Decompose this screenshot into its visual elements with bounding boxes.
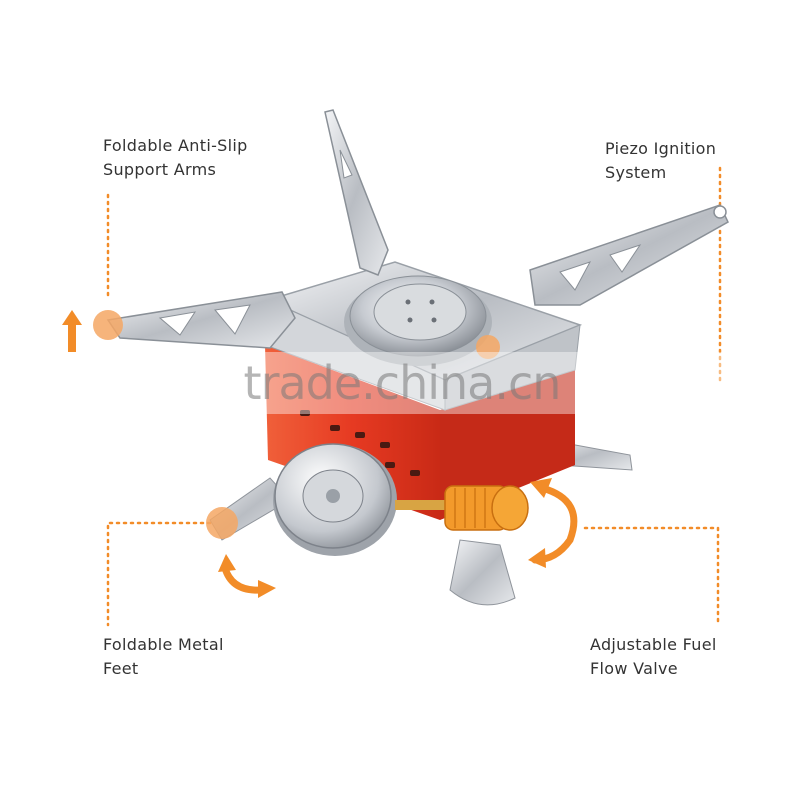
valve-knob <box>444 485 529 531</box>
fold-arrow-icon <box>221 564 266 594</box>
piezo-label-line1: Piezo Ignition <box>605 139 717 158</box>
burner-head <box>344 275 492 366</box>
support-arms-label-line1: Foldable Anti-Slip <box>103 136 248 155</box>
piezo-label: Piezo Ignition System <box>605 137 716 185</box>
control-dial <box>273 443 397 556</box>
piezo-label-line2: System <box>605 163 667 182</box>
leader-lines <box>106 166 722 627</box>
fuel-pipe <box>395 500 455 510</box>
watermark-band <box>60 352 740 414</box>
callout-dots <box>93 310 500 539</box>
feet-label-line2: Feet <box>103 659 139 678</box>
support-arms-label: Foldable Anti-Slip Support Arms <box>103 134 248 182</box>
up-arrow-icon <box>62 310 82 352</box>
red-body <box>265 345 440 520</box>
rotate-arrow-icon <box>531 484 578 564</box>
valve-label: Adjustable Fuel Flow Valve <box>590 633 717 681</box>
valve-label-line1: Adjustable Fuel <box>590 635 717 654</box>
feet-dot <box>206 507 238 539</box>
valve-leader-line <box>583 526 720 627</box>
orange-arrows <box>62 310 82 352</box>
feet-leader-line <box>106 521 212 627</box>
piezo-dot <box>476 335 500 359</box>
arms-dot <box>93 310 123 340</box>
vent-holes <box>300 410 420 476</box>
feet-label-line1: Foldable Metal <box>103 635 224 654</box>
support-arms-label-line2: Support Arms <box>103 160 217 179</box>
watermark-text: trade.china.cn <box>243 356 562 410</box>
valve-label-line2: Flow Valve <box>590 659 678 678</box>
feet-label: Foldable Metal Feet <box>103 633 224 681</box>
